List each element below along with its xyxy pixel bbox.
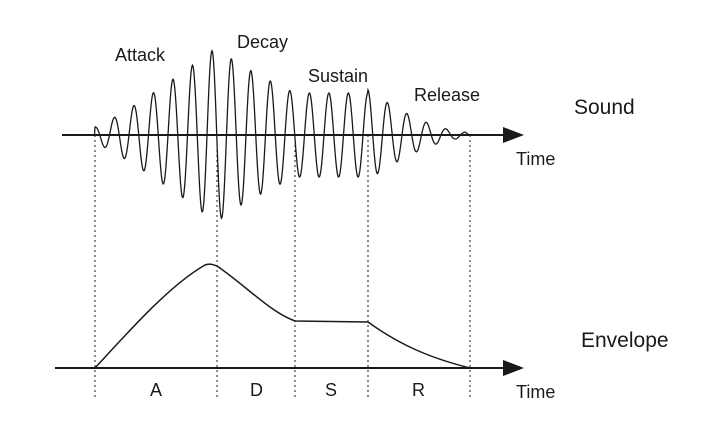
attack-label: Attack: [115, 45, 166, 65]
sound-waveform: [90, 49, 471, 220]
sound-axis-arrowhead: [503, 127, 524, 143]
segment-r-label: R: [412, 380, 425, 400]
sound-label: Sound: [574, 96, 635, 119]
sustain-label: Sustain: [308, 66, 369, 86]
segment-s-label: S: [325, 380, 338, 400]
phase-boundaries: [94, 135, 471, 400]
envelope-curve: [94, 263, 471, 369]
segment-d-label: D: [250, 380, 263, 400]
envelope-label: Envelope: [581, 329, 669, 352]
segment-a-label: A: [150, 380, 163, 400]
sound-time-label: Time: [516, 149, 556, 169]
decay-label: Decay: [237, 32, 289, 52]
release-label: Release: [414, 85, 481, 105]
envelope-axis-arrowhead: [503, 360, 524, 376]
envelope-time-label: Time: [516, 382, 556, 402]
